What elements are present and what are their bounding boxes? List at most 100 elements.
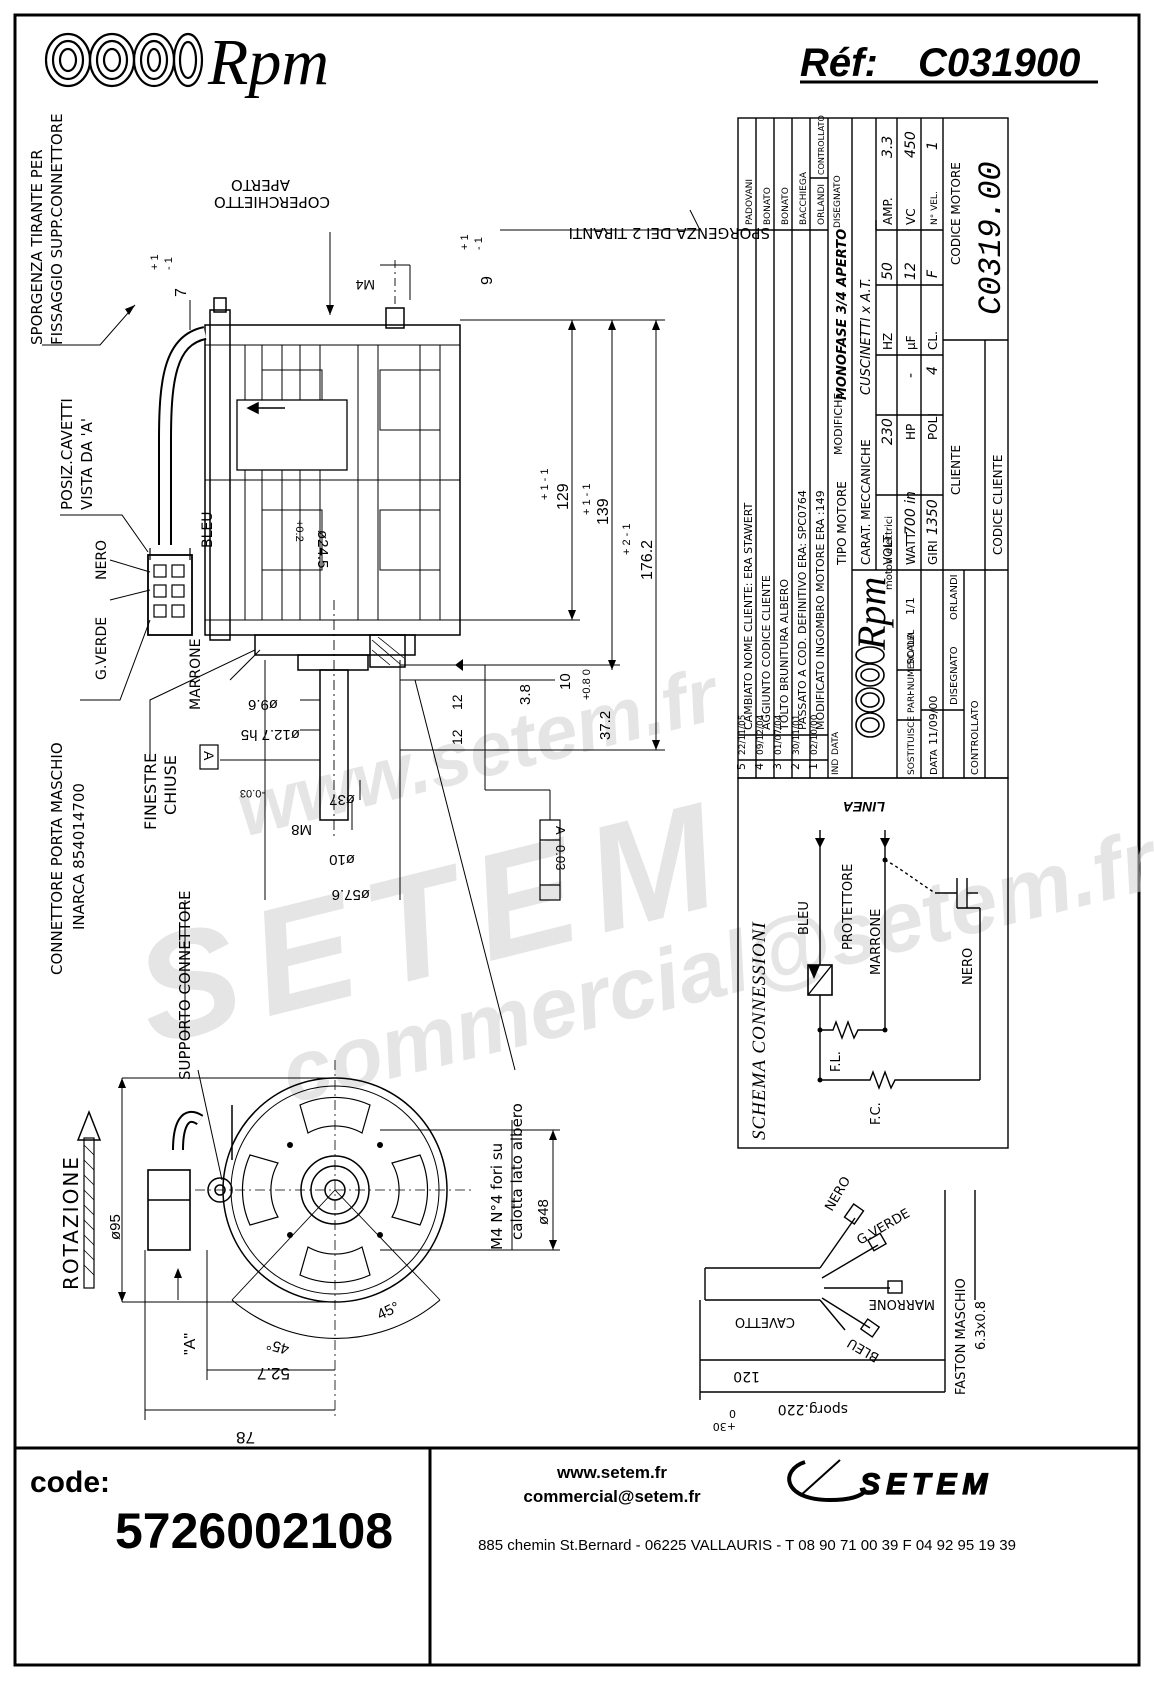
dim-176-tol: + 2 - 1 [621, 524, 633, 556]
dim-24-5: ø24.5 [314, 530, 331, 568]
dim-12-7: ø12.7 h5 [241, 726, 300, 743]
coil-logo-icon [44, 32, 204, 88]
rev-header-ind: IND [831, 759, 841, 775]
setem-logo-icon [787, 1459, 868, 1503]
dim-37: ø37 [329, 791, 355, 808]
rev-2-ind: 2 [789, 763, 802, 770]
schema-fl: F.L. [829, 1051, 844, 1072]
spec-sostituisce-label: SOSTITUISCE PARI NUMERO DEL [907, 630, 917, 775]
schema-wiring [807, 830, 981, 1090]
spec-scala: 1/1 [904, 597, 917, 615]
datum-a-label: A [201, 751, 217, 761]
spec-data-label: DATA [929, 749, 940, 775]
dim-139: 139 [595, 498, 612, 525]
code-label: code: [30, 1466, 110, 1499]
dim-9-6: ø9.6 [248, 696, 278, 713]
label-chiuse: CHIUSE [161, 755, 180, 815]
spec-amp: 3.3 [880, 136, 896, 158]
spec-disegnato-label: DISEGNATO [949, 646, 960, 705]
setem-watermark: www.setem.fr SETEM commercial@setem.fr [119, 651, 1154, 1122]
spec-poli: 4 [925, 366, 941, 375]
label-g-verde: G.VERDE [94, 617, 110, 680]
connection-schema: SCHEMA CONNESSIONI LINEA BLEU PROTETTORE [737, 777, 1009, 1149]
spec-nvel-label: N° VEL. [930, 191, 940, 225]
dim-52-7: 52.7 [257, 1364, 290, 1383]
rev-5-desc: CAMBIATO NOME CLIENTE: ERA STAWERT [742, 502, 755, 730]
dim-176: 176.2 [639, 540, 656, 580]
spec-vc-label: VC [904, 208, 918, 225]
spec-controllato-label: CONTROLLATO [970, 700, 981, 775]
footer-email: commercial@setem.fr [523, 1487, 701, 1506]
front-flange [254, 634, 416, 656]
footer: code: 5726002108 www.setem.fr commercial… [13, 1446, 1139, 1667]
motor-specs: TIPO MOTORE MONOFASE 3/4 APERTO CARAT. M… [835, 131, 1010, 775]
spec-tipo-value: MONOFASE 3/4 APERTO [835, 229, 850, 400]
dim-12b: 12 [449, 729, 465, 745]
dim-139-tol: + 1 - 1 [581, 484, 593, 516]
label-nero: NERO [94, 540, 110, 580]
label-marrone: MARRONE [188, 639, 204, 710]
spec-volt: 230 [880, 418, 896, 445]
dim-57-6: ø57.6 [332, 886, 370, 903]
spec-sostituisce: - [903, 691, 917, 695]
spec-hz: 50 [880, 262, 896, 280]
title-block [737, 117, 1009, 779]
dim-7: 7 [173, 288, 190, 297]
end-view-annotations [121, 1077, 560, 1420]
end-view-windows [241, 1096, 429, 1284]
label-vista-da-a: VISTA DA 'A' [78, 418, 96, 510]
schema-protettore: PROTETTORE [841, 864, 856, 950]
title-block-brand: Rpm [849, 577, 894, 651]
label-sporgenza-tirante-1: SPORGENZA TIRANTE PER [28, 149, 46, 345]
tie-rod-right-end [385, 307, 405, 329]
label-calotta: calotta lato albero [508, 1103, 526, 1240]
label-inarca: INARCA 854014700 [70, 783, 88, 930]
rev-header-by: DISEGNATO [833, 175, 843, 228]
label-fori: M4 N°4 fori su [488, 1143, 506, 1250]
schema-bleu: BLEU [797, 901, 812, 935]
cooling-fins [205, 344, 460, 621]
label-faston-size: 6.3x0.8 [974, 1301, 989, 1350]
schema-linea: LINEA [843, 799, 885, 815]
rev-4-date: 09/12/04 [756, 714, 766, 755]
reference-header: Réf: C031900 [800, 41, 1098, 85]
spec-codice-motore: C0319.00 [973, 161, 1010, 315]
dim-45b: 45° [375, 1299, 403, 1324]
label-copechietto: COPERCHIETTO [214, 193, 330, 211]
spec-giri-label: GIRI [926, 540, 940, 565]
dim-m4: M4 [355, 277, 375, 293]
spec-hz-label: HZ [881, 333, 895, 350]
rev-4-ind: 4 [753, 763, 766, 770]
schema-nero: NERO [961, 948, 976, 985]
tolerance-value: 0.03 [553, 845, 568, 870]
spec-disegnato: ORLANDI [949, 574, 960, 620]
label-connettore: CONNETTORE PORTA MASCHIO [48, 742, 66, 975]
end-view-arrows [118, 1078, 557, 1302]
spec-watt-label: WATT [904, 531, 918, 565]
label-aperto: APERTO [231, 176, 290, 194]
dim-45a: 45° [265, 1335, 291, 1357]
label-nero-wire: NERO [822, 1174, 854, 1214]
dim-78: 78 [236, 1428, 255, 1447]
label-sporg: sporg.220 [778, 1401, 848, 1417]
spec-codice-motore-label: CODICE MOTORE [949, 162, 963, 265]
label-sporg-tol-dn: 0 [729, 1407, 736, 1420]
rev-4-desc: AGGIUNTO CODICE CLIENTE [760, 575, 773, 730]
label-gverde-wire: G.VERDE [855, 1206, 913, 1248]
dim-129: 129 [555, 483, 572, 510]
tie-rod-left-end [213, 297, 227, 313]
ref-value: C031900 [918, 41, 1080, 85]
rev-1-by: ORLANDI [817, 184, 827, 225]
dim-48: ø48 [535, 1199, 552, 1225]
label-sporg-tol-up: +30 [713, 1420, 736, 1433]
rotation-up-arrow-icon [76, 1109, 102, 1276]
spec-giri: 1350 [925, 499, 941, 535]
code-value: 5726002108 [115, 1503, 393, 1559]
label-marrone-wire: MARRONE [869, 1296, 935, 1311]
spec-carat-value: CUSCINETTI x A.T. [859, 278, 874, 395]
rotation-indicator [76, 1109, 102, 1289]
dim-37-tol: -0.03 [240, 787, 265, 799]
label-faston: FASTON MASCHIO [954, 1278, 969, 1395]
rev-2-by: BACCHIEGA [799, 171, 809, 225]
